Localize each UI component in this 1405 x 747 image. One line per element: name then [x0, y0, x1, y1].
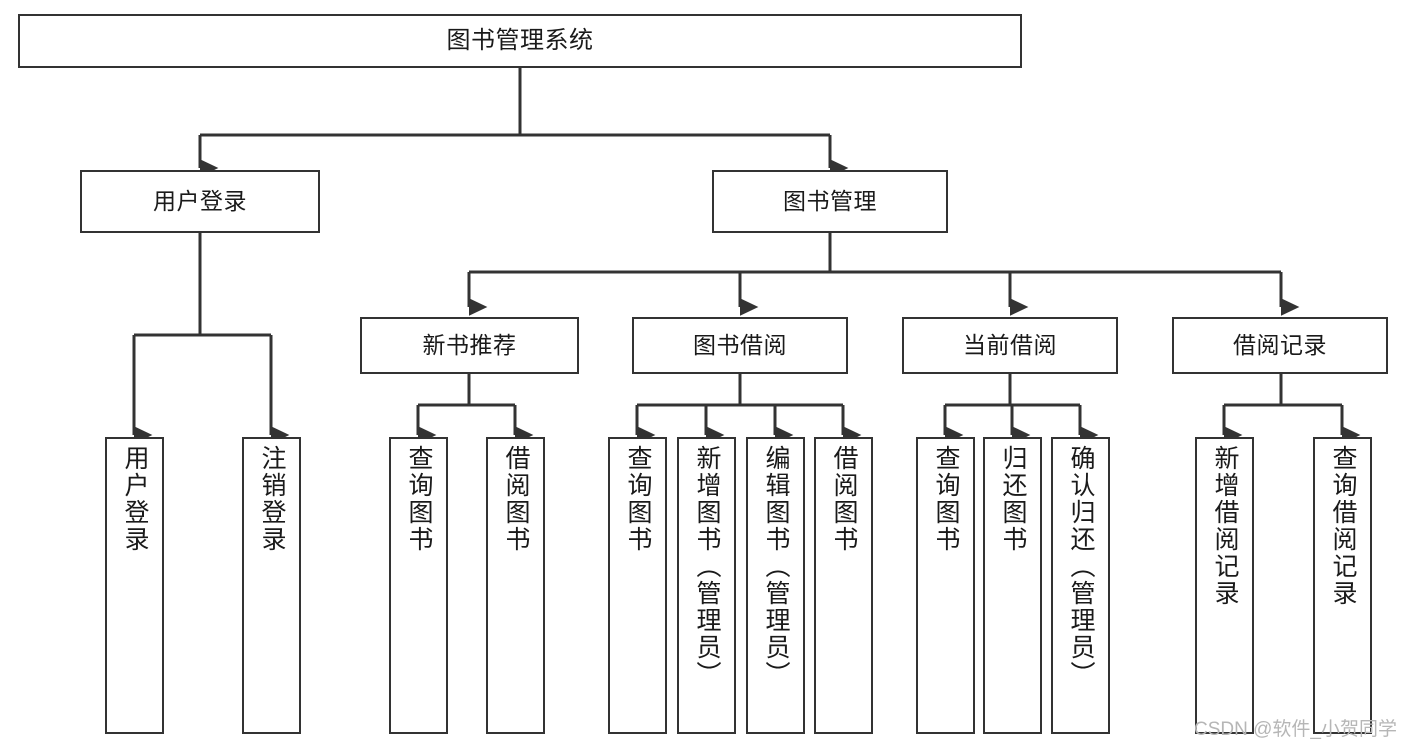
- node-label: 查询借阅记录: [1329, 445, 1357, 607]
- node-label: 新增借阅记录: [1211, 445, 1239, 607]
- node-leaf-borrow-book-recommend[interactable]: 借阅图书: [486, 437, 545, 734]
- node-leaf-search-book[interactable]: 查询图书: [608, 437, 667, 734]
- node-label: 注销登录: [258, 445, 286, 553]
- node-label: 新增图书（管理员）: [693, 445, 721, 688]
- node-label: 借阅图书: [502, 445, 530, 553]
- node-label: 查询图书: [624, 445, 652, 553]
- node-leaf-edit-book-admin[interactable]: 编辑图书（管理员）: [746, 437, 805, 734]
- node-book-borrow[interactable]: 图书借阅: [632, 317, 848, 374]
- node-label: 用户登录: [121, 445, 149, 553]
- node-borrow-record[interactable]: 借阅记录: [1172, 317, 1388, 374]
- node-label: 当前借阅: [963, 331, 1057, 358]
- node-label: 新书推荐: [422, 331, 517, 358]
- node-leaf-add-book-admin[interactable]: 新增图书（管理员）: [677, 437, 736, 734]
- node-label: 确认归还（管理员）: [1067, 445, 1095, 688]
- node-leaf-borrow-book[interactable]: 借阅图书: [814, 437, 873, 734]
- node-label: 编辑图书（管理员）: [762, 445, 790, 688]
- node-leaf-logout[interactable]: 注销登录: [242, 437, 301, 734]
- node-leaf-search-borrow-record[interactable]: 查询借阅记录: [1313, 437, 1372, 734]
- node-current-borrow[interactable]: 当前借阅: [902, 317, 1118, 374]
- node-leaf-add-borrow-record[interactable]: 新增借阅记录: [1195, 437, 1254, 734]
- node-leaf-confirm-return-admin[interactable]: 确认归还（管理员）: [1051, 437, 1110, 734]
- node-leaf-user-login[interactable]: 用户登录: [105, 437, 164, 734]
- node-leaf-search-book-recommend[interactable]: 查询图书: [389, 437, 448, 734]
- node-label: 查询图书: [405, 445, 433, 553]
- node-label: 归还图书: [999, 445, 1027, 553]
- node-label: 图书管理: [783, 187, 877, 214]
- node-label: 借阅记录: [1233, 331, 1327, 358]
- node-user-login[interactable]: 用户登录: [80, 170, 320, 233]
- node-book-management[interactable]: 图书管理: [712, 170, 948, 233]
- node-label: 图书管理系统: [446, 26, 594, 54]
- node-new-book-recommend[interactable]: 新书推荐: [360, 317, 579, 374]
- node-leaf-return-book[interactable]: 归还图书: [983, 437, 1042, 734]
- node-label: 借阅图书: [830, 445, 858, 553]
- node-label: 查询图书: [932, 445, 960, 553]
- node-label: 用户登录: [153, 187, 247, 214]
- node-leaf-search-book-current[interactable]: 查询图书: [916, 437, 975, 734]
- watermark-text: CSDN @软件_小贺同学: [1194, 719, 1397, 740]
- node-label: 图书借阅: [693, 331, 787, 358]
- node-root-book-management-system[interactable]: 图书管理系统: [18, 14, 1022, 68]
